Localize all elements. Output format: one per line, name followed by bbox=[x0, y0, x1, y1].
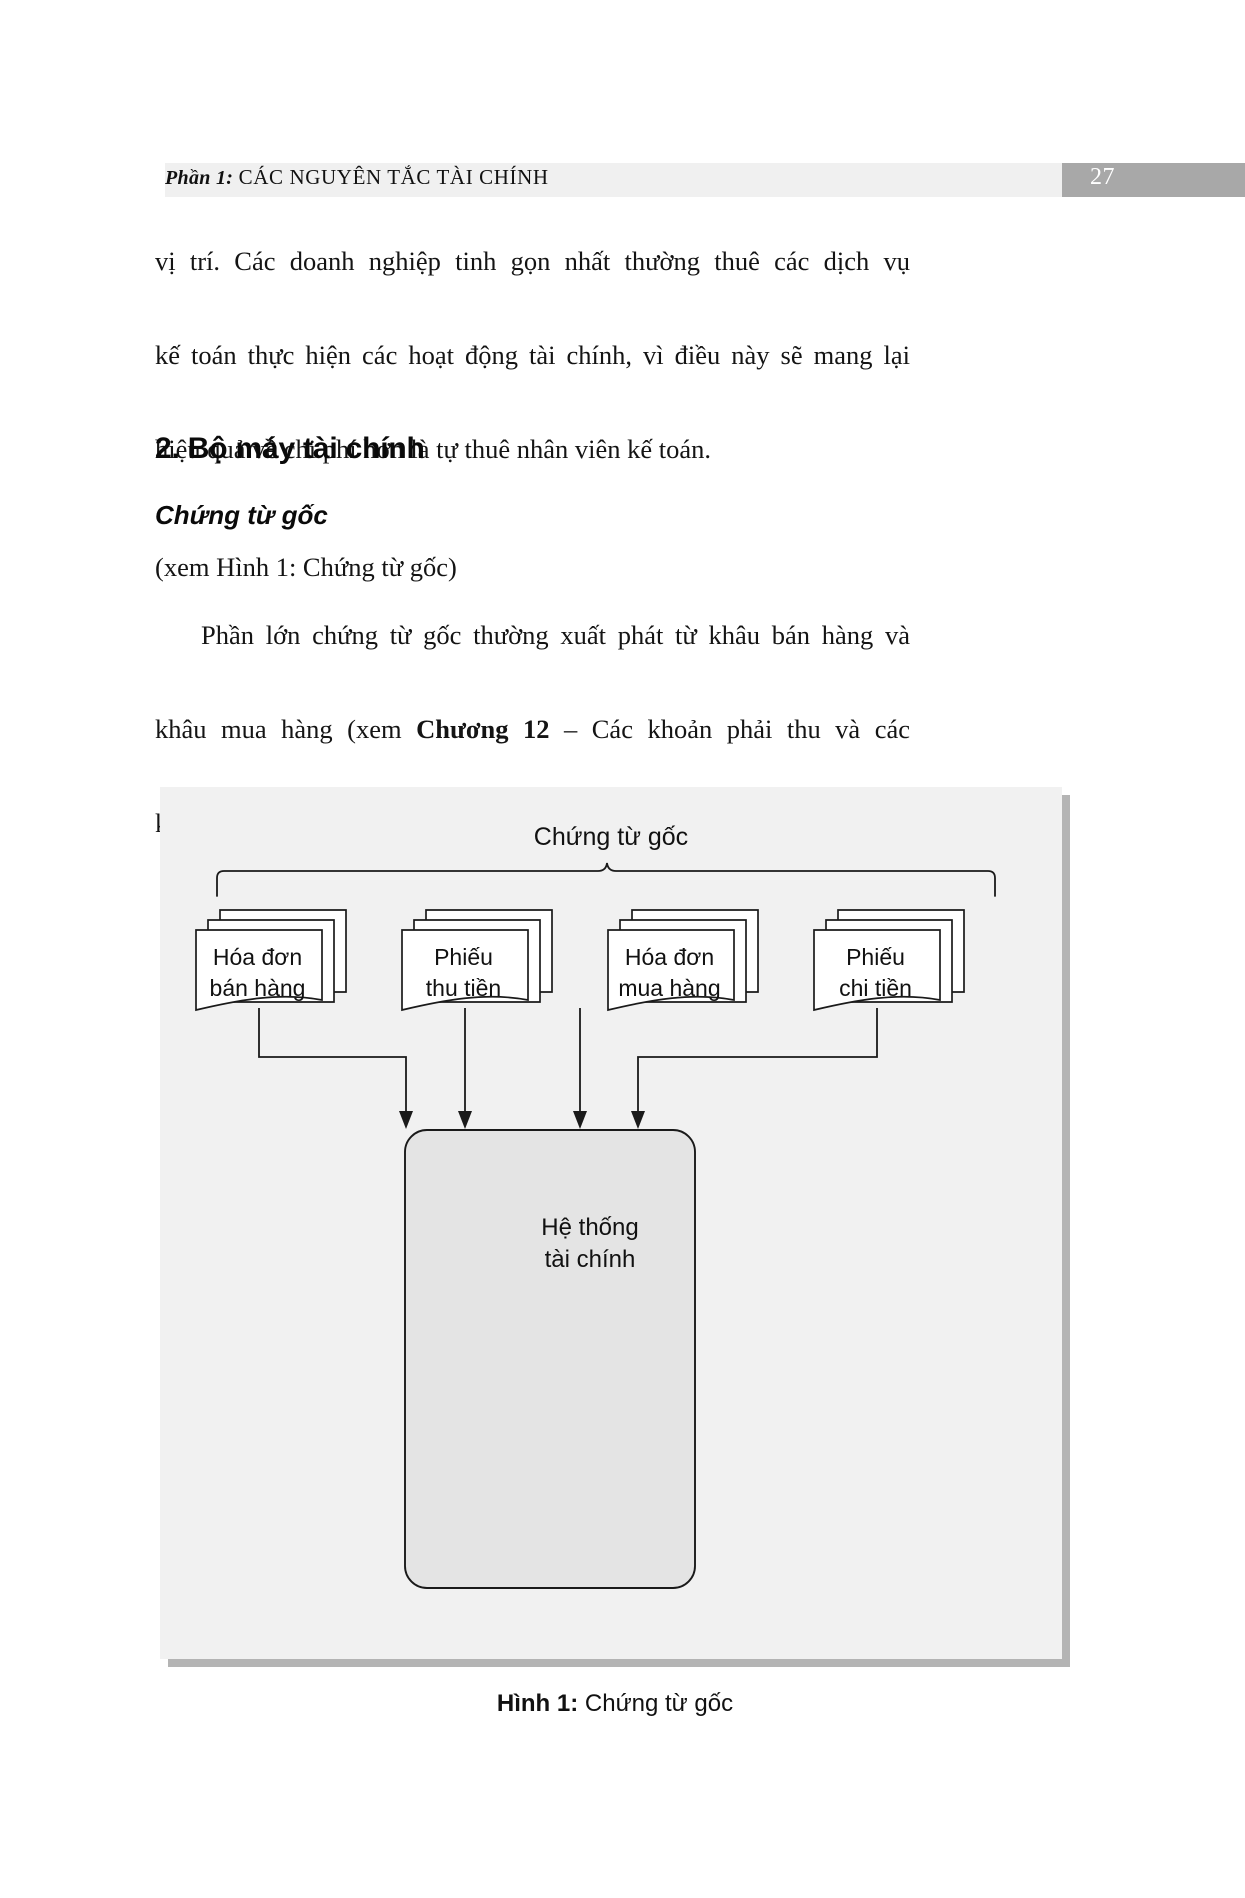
paragraph-two-line-2: khâu mua hàng (xem Chương 12 – Các khoản… bbox=[155, 706, 910, 800]
header-title: Phần 1: CÁC NGUYÊN TẮC TÀI CHÍNH bbox=[165, 165, 549, 190]
doc-label-payment-voucher: Phiếu chi tiền bbox=[788, 942, 963, 1004]
paragraph-one: vị trí. Các doanh nghiệp tinh gọn nhất t… bbox=[155, 238, 910, 473]
system-box-label-line1: Hệ thống bbox=[541, 1214, 639, 1241]
doc-label-payment-voucher-line1: Phiếu bbox=[846, 944, 905, 970]
doc-label-payment-voucher-line2: chi tiền bbox=[839, 975, 912, 1001]
doc-label-purchase-invoice-line2: mua hàng bbox=[618, 975, 721, 1001]
document-stack-payment-voucher bbox=[813, 909, 965, 1012]
document-stack-purchase-invoice bbox=[607, 909, 759, 1012]
subsection-heading: Chứng từ gốc bbox=[155, 500, 328, 530]
paragraph-one-line-3: hiệu quả về chi phí hơn là tự thuê nhân … bbox=[155, 434, 712, 464]
paragraph-two-line-2-prefix: khâu mua hàng (xem bbox=[155, 714, 417, 744]
header-part-label: Phần 1: bbox=[165, 167, 234, 189]
figure-container: Chứng từ gốc Hóa đơn bán hàng Phiếu thu … bbox=[160, 787, 1070, 1667]
figure-panel: Chứng từ gốc Hóa đơn bán hàng Phiếu thu … bbox=[160, 787, 1062, 1659]
paragraph-two-line-1: Phần lớn chứng từ gốc thường xuất phát t… bbox=[155, 612, 910, 706]
chapter-reference: Chương 12 bbox=[416, 714, 550, 744]
doc-label-receipt-voucher: Phiếu thu tiền bbox=[376, 942, 551, 1004]
document-stack-sales-invoice bbox=[195, 909, 347, 1012]
arrow-heads bbox=[399, 1111, 645, 1129]
system-box-label-line2: tài chính bbox=[544, 1246, 636, 1273]
figure-diagram bbox=[195, 862, 996, 1589]
figure-caption-text: Chứng từ gốc bbox=[578, 1690, 734, 1717]
figure-title: Chứng từ gốc bbox=[533, 823, 689, 851]
doc-label-purchase-invoice: Hóa đơn mua hàng bbox=[582, 942, 757, 1004]
system-box-label: Hệ thống tài chính bbox=[450, 1212, 730, 1276]
paragraph-one-line-1: vị trí. Các doanh nghiệp tinh gọn nhất t… bbox=[155, 246, 910, 276]
paragraph-two-line-2-suffix: – Các khoản phải thu và các bbox=[549, 714, 910, 744]
connector-lines bbox=[258, 1008, 878, 1113]
doc-label-sales-invoice: Hóa đơn bán hàng bbox=[170, 942, 345, 1004]
page-number-block: 27 bbox=[1062, 163, 1245, 197]
figure-caption: Hình 1: Chứng từ gốc bbox=[160, 1690, 1070, 1718]
doc-label-purchase-invoice-line1: Hóa đơn bbox=[624, 944, 715, 970]
brace-icon bbox=[216, 862, 996, 897]
doc-label-receipt-voucher-line2: thu tiền bbox=[425, 975, 502, 1001]
header-part-name: CÁC NGUYÊN TẮC TÀI CHÍNH bbox=[238, 165, 549, 189]
figure-caption-label: Hình 1: bbox=[496, 1690, 579, 1717]
paragraph-two-line-1-text: Phần lớn chứng từ gốc thường xuất phát t… bbox=[201, 620, 910, 650]
section-heading: 2. Bộ máy tài chính bbox=[155, 432, 425, 465]
document-stack-receipt-voucher bbox=[401, 909, 553, 1012]
doc-label-receipt-voucher-line1: Phiếu bbox=[434, 944, 493, 970]
system-box bbox=[404, 1129, 696, 1589]
doc-label-sales-invoice-line1: Hóa đơn bbox=[212, 944, 303, 970]
doc-label-sales-invoice-line2: bán hàng bbox=[209, 975, 306, 1001]
paragraph-one-line-2: kế toán thực hiện các hoạt động tài chín… bbox=[155, 340, 910, 370]
page-number: 27 bbox=[1090, 164, 1115, 190]
see-figure-note: (xem Hình 1: Chứng từ gốc) bbox=[155, 552, 457, 582]
header-bar: Phần 1: CÁC NGUYÊN TẮC TÀI CHÍNH bbox=[165, 163, 1080, 197]
